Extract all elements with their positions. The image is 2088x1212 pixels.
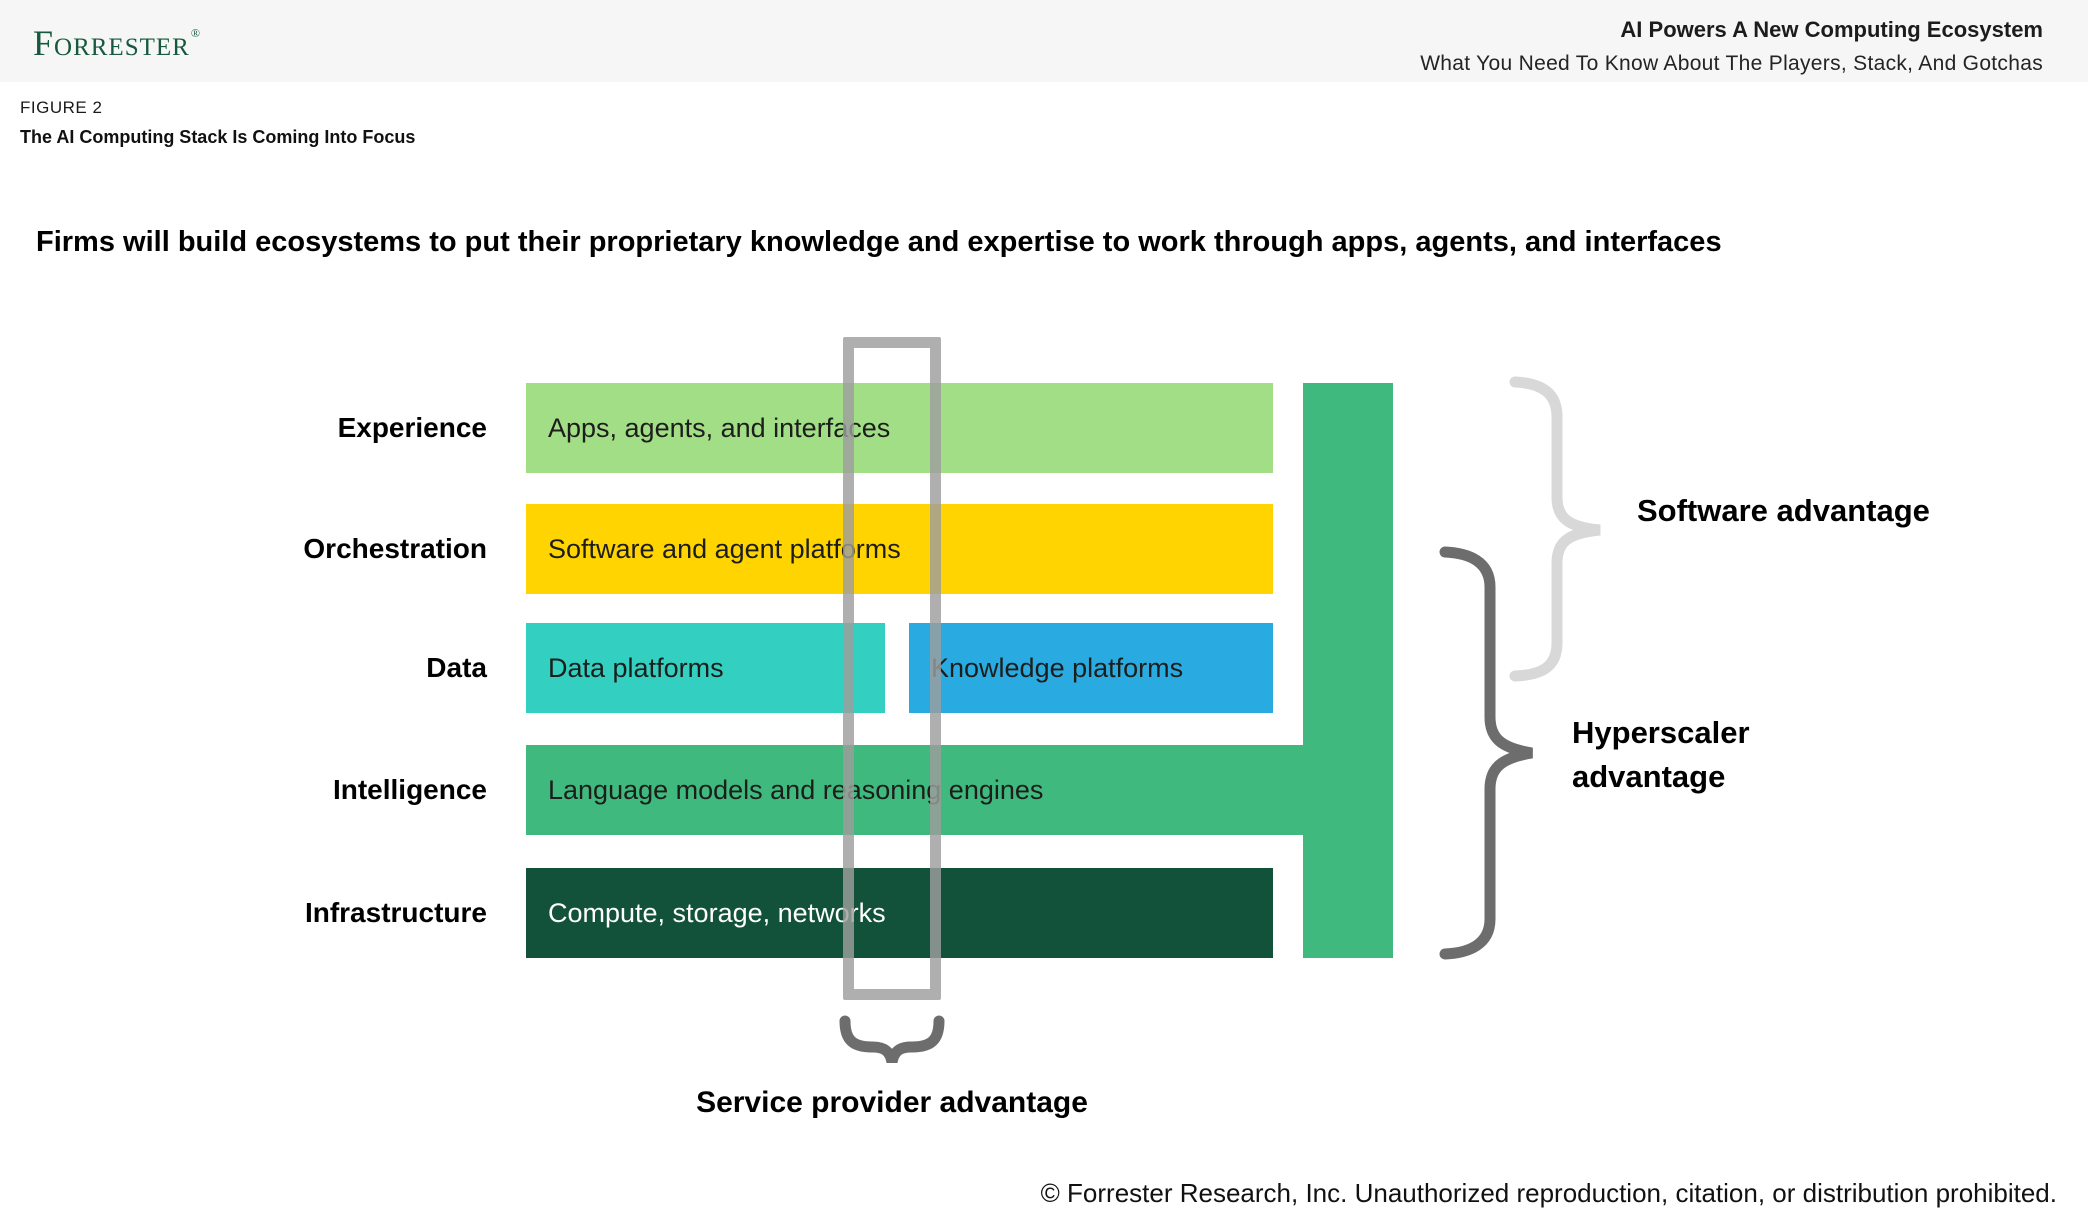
- bar-orchestration: Software and agent platforms: [526, 504, 1273, 594]
- report-title: AI Powers A New Computing Ecosystem: [1620, 17, 2043, 42]
- bar-intelligence: Language models and reasoning engines: [526, 745, 1393, 835]
- report-header: Forrester® AI Powers A New Computing Eco…: [0, 0, 2088, 82]
- service-provider-advantage-label: Service provider advantage: [696, 1086, 1088, 1119]
- hyperscaler-advantage-brace: [1439, 546, 1533, 960]
- bar-data-platforms: Data platforms: [526, 623, 885, 713]
- bar-experience-text: Apps, agents, and interfaces: [548, 412, 891, 443]
- hyperscaler-vertical-bar: [1303, 383, 1393, 958]
- row-label-infrastructure: Infrastructure: [304, 897, 487, 928]
- service-provider-highlight-rect: [843, 337, 941, 1000]
- bar-infrastructure-text: Compute, storage, networks: [548, 897, 886, 928]
- forrester-logo: Forrester®: [33, 22, 201, 64]
- bar-knowledge-platforms-text: Knowledge platforms: [931, 652, 1184, 683]
- hyperscaler-advantage-label: Hyperscaler advantage: [1572, 715, 1750, 794]
- bar-data-platforms-text: Data platforms: [548, 652, 724, 683]
- software-advantage-label: Software advantage: [1637, 493, 1930, 528]
- copyright-notice: © Forrester Research, Inc. Unauthorized …: [1040, 1178, 2057, 1208]
- row-label-orchestration: Orchestration: [303, 533, 487, 564]
- bar-knowledge-platforms: Knowledge platforms: [909, 623, 1273, 713]
- service-provider-brace: [839, 1015, 945, 1064]
- software-advantage-brace: [1509, 376, 1601, 682]
- bar-experience: Apps, agents, and interfaces: [526, 383, 1273, 473]
- figure-title: The AI Computing Stack Is Coming Into Fo…: [20, 127, 416, 147]
- bar-intelligence-text: Language models and reasoning engines: [548, 774, 1044, 805]
- row-label-intelligence: Intelligence: [332, 774, 487, 805]
- figure-heading: Firms will build ecosystems to put their…: [36, 226, 1722, 258]
- row-label-data: Data: [426, 652, 487, 683]
- forrester-logo-text: Forrester: [33, 23, 190, 63]
- report-subtitle: What You Need To Know About The Players,…: [1420, 52, 2043, 75]
- bar-infrastructure: Compute, storage, networks: [526, 868, 1273, 958]
- registered-mark-icon: ®: [190, 26, 201, 40]
- bar-orchestration-text: Software and agent platforms: [548, 533, 901, 564]
- row-label-experience: Experience: [337, 412, 487, 443]
- figure-label: FIGURE 2: [20, 98, 103, 117]
